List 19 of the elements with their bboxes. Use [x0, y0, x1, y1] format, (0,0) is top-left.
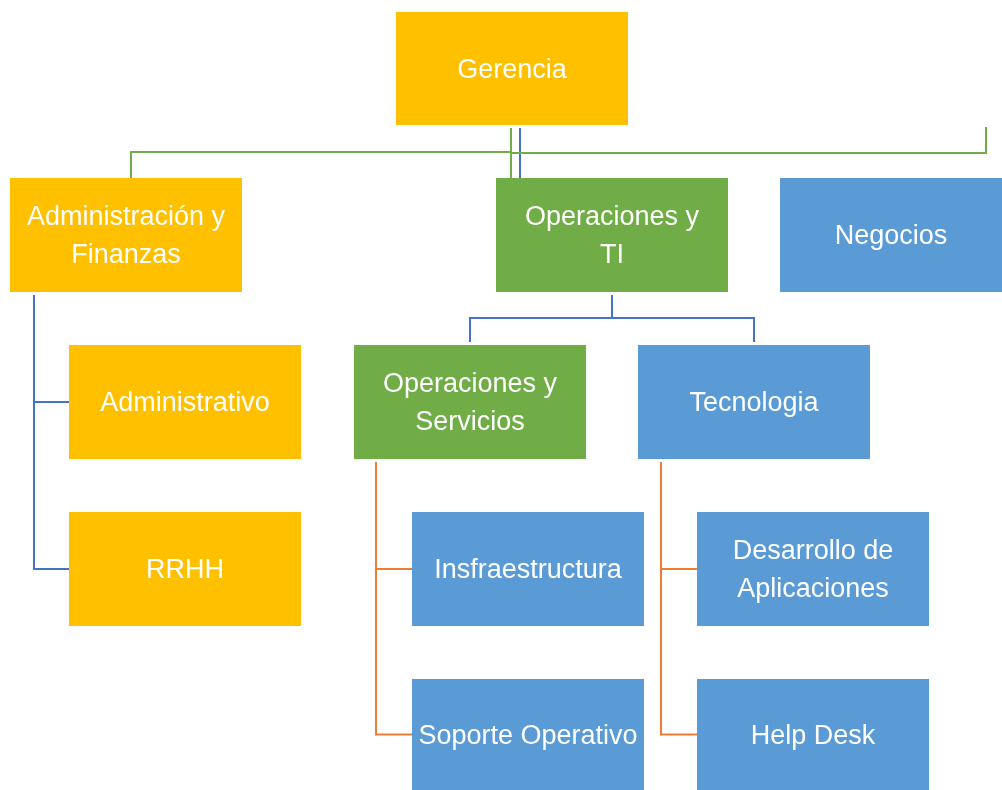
org-unit-box: Operaciones y Servicios — [354, 345, 586, 459]
connector-line — [375, 461, 413, 736]
org-unit-box: Negocios — [780, 178, 1002, 292]
org-unit-box: Help Desk — [697, 679, 929, 790]
connector-line — [510, 126, 987, 179]
org-unit-box: Administrativo — [69, 345, 301, 459]
connector-line — [130, 127, 512, 179]
org-unit-box: Insfraestructura — [412, 512, 644, 626]
org-unit-box: Tecnologia — [638, 345, 870, 459]
org-unit-box: RRHH — [69, 512, 301, 626]
connector-line — [660, 461, 698, 736]
connector-line — [519, 127, 521, 179]
org-unit-box: Desarrollo de Aplicaciones — [697, 512, 929, 626]
org-unit-box: Soporte Operativo — [412, 679, 644, 790]
org-unit-box: Administración y Finanzas — [10, 178, 242, 292]
org-unit-box: Operaciones y TI — [496, 178, 728, 292]
connector-line — [611, 294, 755, 343]
org-unit-box: Gerencia — [396, 12, 628, 125]
connector-line — [33, 294, 70, 570]
